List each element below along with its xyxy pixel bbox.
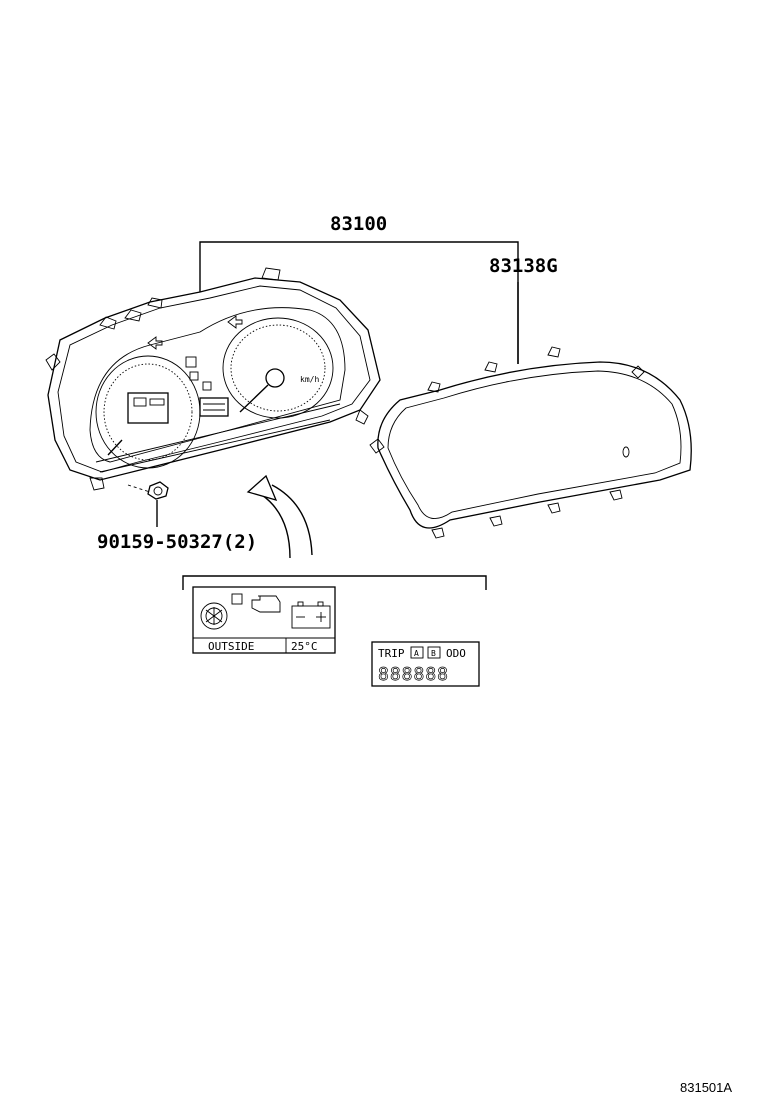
check-engine-icon: [231, 593, 281, 613]
diagram-reference: 831501A: [680, 1080, 732, 1095]
trip-b-label: B: [431, 649, 436, 658]
multi-info-display: OUTSIDE 25°C: [192, 586, 336, 654]
trip-a-label: A: [414, 649, 419, 658]
trip-odo-display: TRIP A B ODO 888888: [371, 641, 480, 687]
detail-arrow: [246, 474, 313, 559]
screw-part: [147, 481, 169, 500]
detail-bracket: [182, 575, 487, 590]
battery-icon: [291, 601, 331, 629]
trip-label: TRIP: [378, 647, 405, 660]
callout-83100: 83100: [330, 213, 387, 235]
temperature-value: 25°C: [291, 640, 318, 653]
callout-screw: 90159-50327(2): [97, 531, 257, 553]
speed-unit-label: km/h: [300, 375, 319, 384]
outside-label: OUTSIDE: [208, 640, 254, 653]
callout-83138g: 83138G: [489, 255, 558, 277]
odo-label: ODO: [446, 647, 466, 660]
instrument-cluster: km/h: [45, 267, 381, 491]
climate-fan-icon: [200, 602, 228, 630]
cluster-lens: [369, 346, 692, 539]
odometer-digits: 888888: [378, 664, 449, 685]
leader-lines: [127, 241, 519, 527]
